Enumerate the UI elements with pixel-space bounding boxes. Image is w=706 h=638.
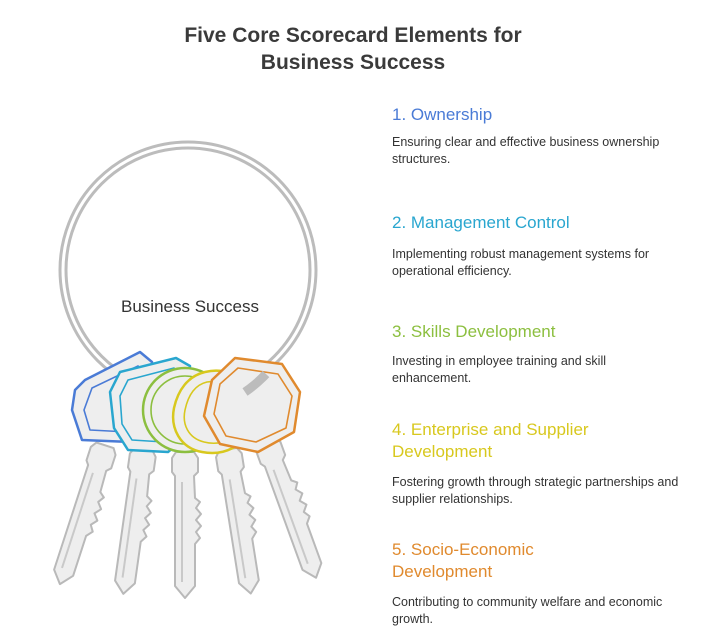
key-2-icon <box>109 446 161 598</box>
item-heading: 4. Enterprise and Supplier Development <box>392 420 589 461</box>
item-description: Contributing to community welfare and ec… <box>392 595 663 626</box>
item-skills-development: 3. Skills Development Investing in emplo… <box>392 321 682 386</box>
key-3-icon <box>171 451 202 599</box>
item-ownership: 1. Ownership Ensuring clear and effectiv… <box>392 104 682 167</box>
item-heading: 3. Skills Development <box>392 322 556 341</box>
page-title: Five Core Scorecard Elements for Busines… <box>0 22 706 76</box>
item-heading: 1. Ownership <box>392 105 493 124</box>
item-description: Implementing robust management systems f… <box>392 247 650 278</box>
item-socio-economic: 5. Socio-Economic Development Contributi… <box>392 539 662 627</box>
center-label: Business Success <box>121 297 259 316</box>
key-1-icon <box>46 440 122 591</box>
title-line-2: Business Success <box>260 51 446 75</box>
item-management-control: 2. Management Control Implementing robus… <box>392 212 682 279</box>
title-line-1: Five Core Scorecard Elements for <box>184 24 522 48</box>
item-heading: 5. Socio-Economic Development <box>392 540 534 581</box>
key-4-icon <box>214 445 268 597</box>
item-enterprise-supplier: 4. Enterprise and Supplier Development F… <box>392 419 678 507</box>
item-description: Investing in employee training and skill… <box>392 354 607 385</box>
item-description: Fostering growth through strategic partn… <box>392 475 679 506</box>
item-description: Ensuring clear and effective business ow… <box>392 135 660 166</box>
key-head-socio-icon <box>202 356 302 454</box>
item-heading: 2. Management Control <box>392 213 570 232</box>
key-5-icon <box>252 434 333 584</box>
